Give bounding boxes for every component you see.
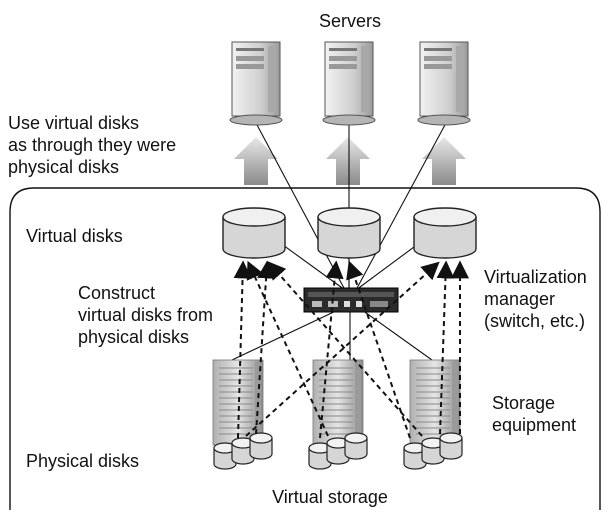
use-virtual-disks-label: Use virtual disks as through they were p… — [8, 113, 177, 177]
up-arrow-2 — [326, 137, 370, 185]
storage-rack-icon — [312, 359, 364, 446]
virtual-disk-icon — [413, 207, 477, 259]
construct-label: Construct virtual disks from physical di… — [78, 283, 214, 347]
physical-disks-label: Physical disks — [26, 451, 140, 471]
network-switch-icon — [303, 287, 399, 313]
up-arrow-3 — [422, 137, 466, 185]
cylinder-disk-icon — [249, 432, 273, 460]
server-tower-icon — [417, 41, 471, 126]
cylinder-disk-icon — [344, 432, 368, 460]
servers-label: Servers — [318, 11, 381, 31]
cylinder-disk-icon — [439, 432, 463, 460]
virtual-disk-icon — [222, 207, 286, 259]
virtual-disks-label: Virtual disks — [26, 226, 123, 246]
server-tower-icon — [229, 41, 283, 126]
up-arrow-1 — [234, 137, 278, 185]
storage-rack-icon — [409, 359, 461, 446]
dashed-mapping-arrows — [233, 260, 469, 439]
virtual-storage-label: Virtual storage — [272, 487, 388, 507]
virtual-disk-icon — [317, 207, 381, 259]
virtualization-manager-label: Virtualization manager (switch, etc.) — [484, 267, 587, 331]
virtual-storage-boundary — [9, 187, 601, 510]
server-tower-icon — [322, 41, 376, 126]
storage-equipment-label: Storage equipment — [492, 393, 577, 435]
